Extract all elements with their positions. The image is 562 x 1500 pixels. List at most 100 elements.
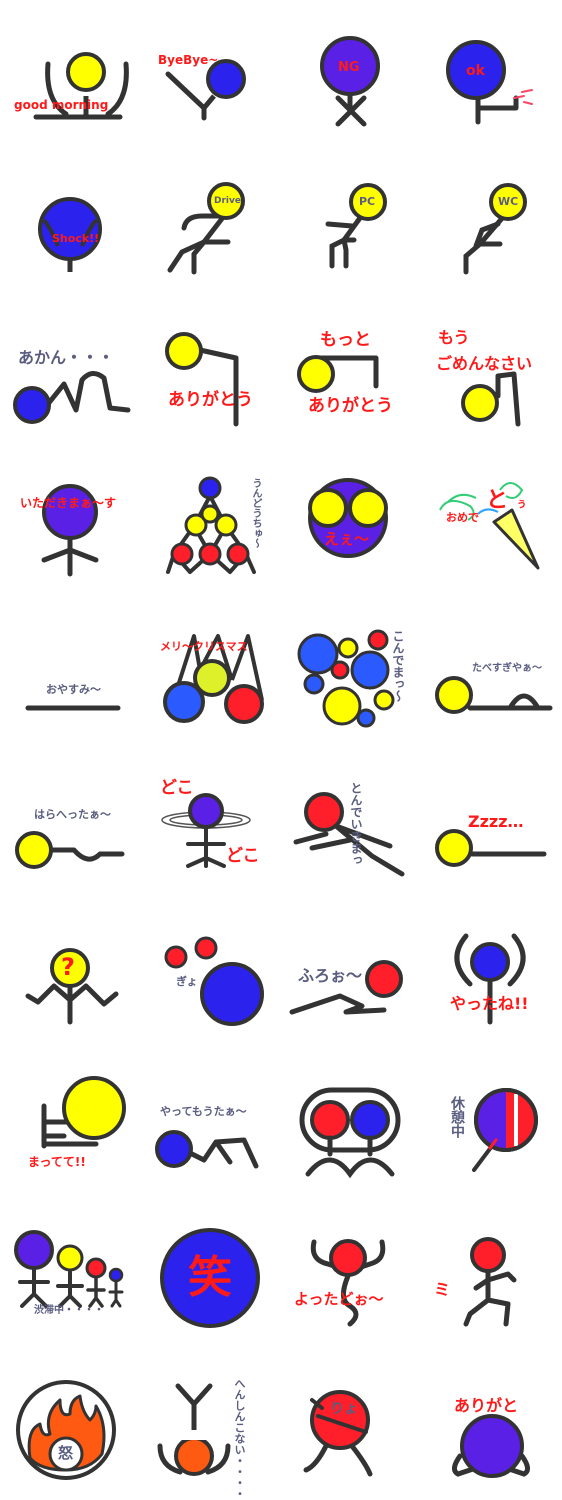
sticker-art	[15, 831, 125, 869]
sticker-kyuukeichuu[interactable]: 休憩中	[420, 1050, 560, 1200]
sticker-art	[472, 1088, 538, 1172]
sticker-ng[interactable]: NG	[280, 0, 420, 150]
sticker-art	[439, 482, 540, 570]
sticker-mou-gomennasai[interactable]: もう ごめんなさい	[420, 300, 560, 450]
sticker-yottadoo[interactable]: よったどぉ～	[280, 1200, 420, 1350]
sticker-art	[454, 933, 526, 1025]
sticker-henshin[interactable]: へんしんこない・・・・	[140, 1350, 280, 1500]
sticker-pc[interactable]: PC	[280, 150, 420, 300]
sticker-motto-arigatou[interactable]: もっと ありがとう	[280, 300, 420, 450]
sticker-label: ?	[61, 953, 75, 981]
sticker-shock[interactable]: Shock!!	[0, 150, 140, 300]
sticker-label-top: もう	[438, 328, 470, 347]
sticker-label-bottom: ごめんなさい	[436, 354, 533, 373]
sticker-art	[463, 1237, 517, 1327]
sticker-art	[41, 484, 99, 577]
sticker-label: へんしんこない・・・・	[233, 1378, 246, 1499]
sticker-mattete[interactable]: まってて!!	[0, 1050, 140, 1200]
sticker-itadakimasu[interactable]: いただきまぁ～す	[0, 450, 140, 600]
sticker-label: とんでいきまっ	[349, 782, 363, 866]
sticker-yattemoutaa[interactable]: やってもうたぁ～	[140, 1050, 280, 1200]
sticker-ryo[interactable]: りょ	[280, 1350, 420, 1500]
sticker-ok[interactable]: ok	[420, 0, 560, 150]
sticker-label: メリ～クリスマス	[160, 640, 248, 653]
sticker-gyo[interactable]: ぎょ	[140, 900, 280, 1050]
sticker-art	[297, 629, 395, 728]
sticker-art	[25, 948, 119, 1025]
sticker-label: うんどうちゅ～	[250, 478, 261, 548]
sticker-label-top: もっと	[320, 330, 371, 350]
sticker-art	[320, 36, 380, 127]
sticker-wc[interactable]: WC	[420, 150, 560, 300]
sticker-label: こんでまっ～	[391, 630, 405, 702]
sticker-arigato[interactable]: ありがと	[420, 1350, 560, 1500]
sticker-art	[289, 960, 403, 1015]
sticker-label: NG	[338, 60, 360, 75]
sticker-arigatou[interactable]: ありがとう	[140, 300, 280, 450]
sticker-label: あかん・・・	[18, 348, 115, 367]
sticker-art	[33, 52, 129, 120]
sticker-akan[interactable]: あかん・・・	[0, 300, 140, 450]
sticker-label: good morning	[14, 98, 109, 112]
sticker-label: えぇ～	[324, 530, 370, 548]
sticker-art	[299, 1087, 401, 1179]
sticker-label: たべすぎやぁ～	[472, 663, 542, 674]
sticker-juutaichuu[interactable]: 渋滞中・・・・	[0, 1200, 140, 1350]
sticker-label: Drive	[214, 196, 241, 206]
sticker-art	[160, 1228, 260, 1328]
sticker-label: ミ	[434, 1280, 451, 1299]
sticker-doko-doko[interactable]: どこ どこ	[140, 750, 280, 900]
sticker-kondemaa[interactable]: こんでまっ～	[280, 600, 420, 750]
sticker-art	[164, 936, 264, 1026]
sticker-art	[446, 40, 533, 125]
sticker-merry-christmas[interactable]: メリ～クリスマス	[140, 600, 280, 750]
sticker-label: ByeBye~	[158, 53, 219, 67]
sticker-art	[303, 1390, 373, 1477]
sticker-art	[461, 371, 521, 427]
sticker-running[interactable]: ミ	[420, 1200, 560, 1350]
sticker-art	[435, 676, 553, 714]
sticker-art	[14, 1230, 124, 1308]
sticker-omedetou[interactable]: と おめで ぅ	[420, 450, 560, 600]
sticker-label: おやすみ～	[46, 683, 101, 696]
sticker-art	[310, 1239, 386, 1327]
sticker-art	[308, 478, 388, 558]
sticker-binoculars[interactable]	[280, 1050, 420, 1200]
sticker-harahetta[interactable]: はらへったぁ～	[0, 750, 140, 900]
sticker-label: 休憩中	[449, 1096, 465, 1138]
sticker-label-tail: ぅ	[516, 497, 527, 510]
sticker-art	[165, 59, 246, 121]
sticker-good-morning[interactable]: good morning	[0, 0, 140, 150]
sticker-ee[interactable]: えぇ～	[280, 450, 420, 600]
sticker-zzzz[interactable]: Zzzz…	[420, 750, 560, 900]
sticker-art	[161, 793, 251, 868]
sticker-label-top: どこ	[160, 778, 194, 798]
sticker-label: りょ	[330, 1401, 358, 1417]
sticker-label-bottom: ありがとう	[308, 396, 393, 416]
sticker-ikari[interactable]: 怒	[0, 1350, 140, 1500]
sticker-byebye[interactable]: ByeBye~	[140, 0, 280, 150]
sticker-oyasumi[interactable]: おやすみ～	[0, 600, 140, 750]
sticker-tabesugiya[interactable]: たべすぎやぁ～	[420, 600, 560, 750]
sticker-label: Shock!!	[52, 232, 100, 245]
sticker-furoo[interactable]: ふろぉ～	[280, 900, 420, 1050]
sticker-label: 渋滞中・・・・	[34, 1305, 104, 1316]
sticker-art	[435, 829, 547, 867]
sticker-question[interactable]: ?	[0, 900, 140, 1050]
sticker-label: よったどぉ～	[294, 1290, 384, 1308]
sticker-yattane[interactable]: やったね!!	[420, 900, 560, 1050]
sticker-tondeikimasu[interactable]: とんでいきまっ	[280, 750, 420, 900]
sticker-label: いただきまぁ～す	[20, 496, 117, 510]
sticker-label-main: と	[486, 488, 509, 513]
sticker-art	[293, 792, 405, 877]
sticker-warai[interactable]: 笑	[140, 1200, 280, 1350]
sticker-label: ぎょ	[176, 975, 198, 988]
sticker-undouchuu[interactable]: うんどうちゅ～	[140, 450, 280, 600]
sticker-art	[38, 197, 102, 272]
sticker-label-small: おめで	[446, 511, 479, 524]
sticker-art	[157, 1383, 231, 1476]
sticker-art	[452, 1414, 530, 1478]
sticker-label: ありがとう	[168, 390, 253, 410]
sticker-drive[interactable]: Drive	[140, 150, 280, 300]
